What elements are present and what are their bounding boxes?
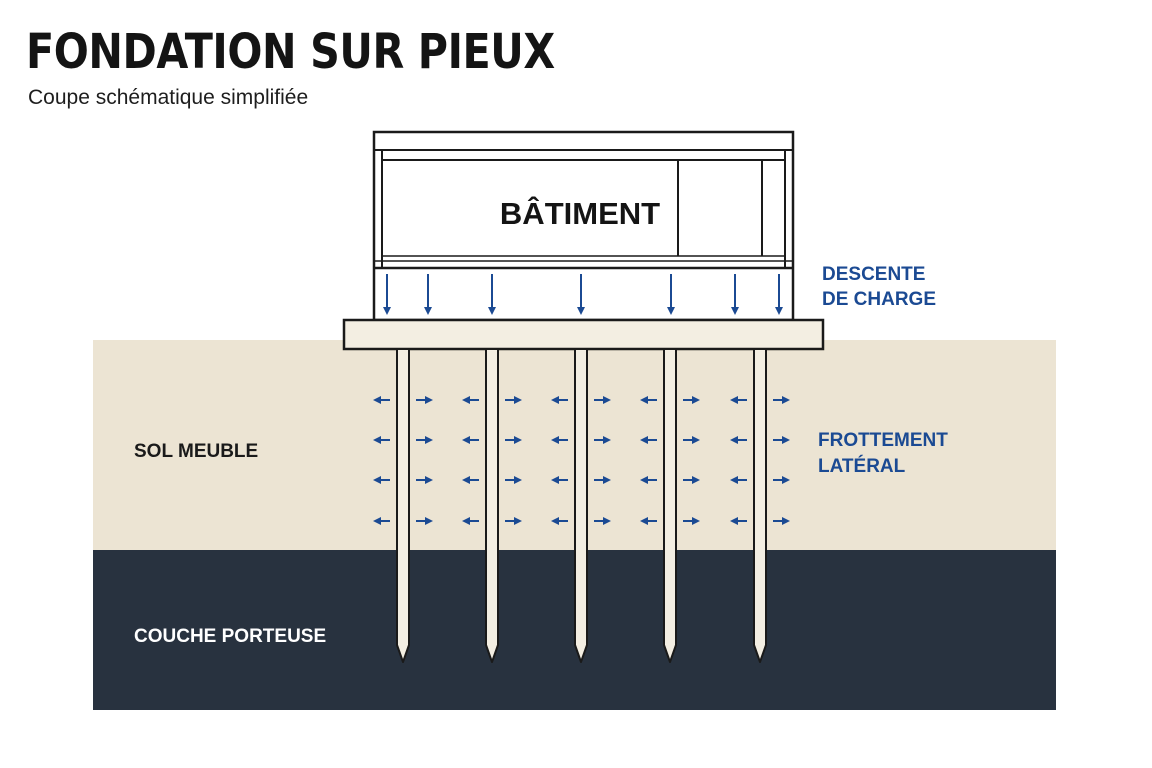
piles (396, 348, 767, 663)
pile (753, 348, 767, 663)
load-arrows (383, 274, 783, 315)
page-title: FONDATION SUR PIEUX (26, 24, 555, 80)
friction-label-line1: FROTTEMENT (818, 430, 948, 451)
page-subtitle: Coupe schématique simplifiée (28, 86, 309, 109)
load-label-line1: DESCENTE (822, 264, 925, 285)
soft-soil-label: SOL MEUBLE (134, 441, 258, 462)
building (372, 130, 795, 322)
pile (574, 348, 588, 663)
foundation-slab (342, 318, 825, 351)
friction-arrows (373, 396, 790, 525)
pile (663, 348, 677, 663)
load-label-line2: DE CHARGE (822, 289, 936, 310)
pile (396, 348, 410, 663)
building-label: BÂTIMENT (500, 195, 660, 231)
friction-label-line2: LATÉRAL (818, 455, 906, 477)
pile (485, 348, 499, 663)
bearing-layer-label: COUCHE PORTEUSE (134, 626, 326, 647)
